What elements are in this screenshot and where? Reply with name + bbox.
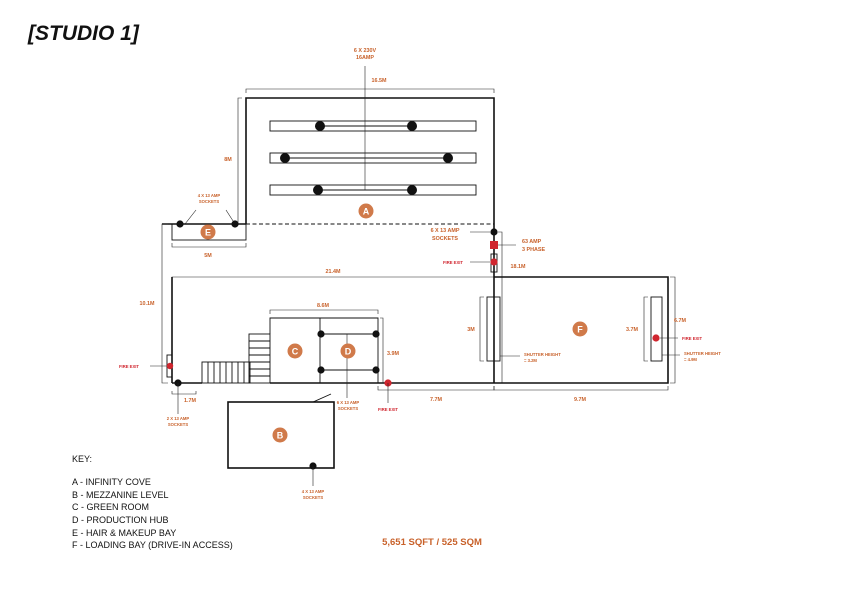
badge-e: E bbox=[200, 224, 216, 240]
amp63-line1: 63 AMP bbox=[522, 239, 542, 245]
staircase-lower bbox=[201, 361, 251, 384]
badge-d: D bbox=[340, 343, 356, 359]
key-item-d: D - PRODUCTION HUB bbox=[72, 515, 169, 525]
dimension-9-7 bbox=[493, 386, 669, 391]
badge-f: F bbox=[572, 321, 588, 337]
zone-f-walls bbox=[494, 276, 669, 384]
key-item-e: E - HAIR & MAKEUP BAY bbox=[72, 528, 176, 538]
zone-cd-walls bbox=[269, 317, 379, 398]
dim-label-10-1: 10.1M bbox=[140, 301, 155, 307]
dim-label-1-7: 1.7M bbox=[184, 398, 196, 404]
socket-d-2 bbox=[372, 330, 380, 338]
fire-exit-f-label: FIRE EXIT bbox=[682, 336, 702, 341]
dimension-7-7 bbox=[377, 386, 495, 391]
socket-d-1 bbox=[317, 330, 325, 338]
socket-d-4 bbox=[372, 366, 380, 374]
total-area: 5,651 SQFT / 525 SQM bbox=[382, 537, 482, 548]
dim-label-3-7: 3.7M bbox=[626, 327, 638, 333]
key-item-c: C - GREEN ROOM bbox=[72, 502, 149, 512]
dim-label-6-7: 6.7M bbox=[674, 318, 686, 324]
zone-b-walls bbox=[227, 401, 335, 469]
shutter-1-line1: SHUTTER HEIGHT bbox=[524, 352, 561, 357]
amp63-line2: 3 PHASE bbox=[522, 247, 545, 253]
dim-label-3-9: 3.9M bbox=[387, 351, 399, 357]
svg-text:C: C bbox=[292, 347, 299, 357]
dim-label-3: 3M bbox=[467, 327, 475, 333]
sockets-e-line2: SOCKETS bbox=[199, 199, 219, 204]
dimension-8-6 bbox=[269, 309, 379, 314]
dim-label-8: 8M bbox=[224, 157, 232, 163]
dimension-16-5 bbox=[245, 88, 495, 93]
key-item-f: F - LOADING BAY (DRIVE-IN ACCESS) bbox=[72, 540, 233, 550]
socket-right bbox=[490, 228, 498, 236]
dim-label-8-6: 8.6M bbox=[317, 303, 329, 309]
dim-label-16-5: 16.5M bbox=[372, 78, 387, 84]
staircase-upper bbox=[248, 333, 271, 384]
sockets-right-line1: 6 X 13 AMP bbox=[431, 228, 460, 234]
sockets-b-line2: SOCKETS bbox=[303, 495, 323, 500]
svg-text:E: E bbox=[205, 228, 211, 238]
dimension-1-7 bbox=[171, 391, 197, 395]
fire-exit-right-label: FIRE EXIT bbox=[443, 260, 463, 265]
svg-text:A: A bbox=[363, 207, 370, 217]
sockets-d-line1: 6 X 13 AMP bbox=[337, 400, 360, 405]
mezzanine-connector bbox=[228, 393, 332, 403]
shutter-door-1 bbox=[486, 296, 501, 362]
dimension-8 bbox=[237, 97, 242, 225]
zone-a-walls bbox=[245, 97, 495, 232]
dimension-3-9 bbox=[380, 317, 384, 384]
badge-a: A bbox=[358, 203, 374, 219]
fire-exit-bottom-label: FIRE EXIT bbox=[378, 407, 398, 412]
fire-exit-f-marker bbox=[652, 334, 660, 342]
dimension-5 bbox=[171, 243, 247, 248]
key-heading: KEY: bbox=[72, 454, 92, 464]
power-63amp-marker bbox=[490, 241, 498, 249]
sockets-left-line1: 2 X 13 AMP bbox=[167, 416, 190, 421]
dim-label-18-1: 18.1M bbox=[511, 264, 526, 270]
dimension-21-4 bbox=[171, 276, 495, 281]
dim-label-9-7: 9.7M bbox=[574, 397, 586, 403]
sockets-left-line2: SOCKETS bbox=[168, 422, 188, 427]
dim-label-5: 5M bbox=[204, 253, 212, 259]
fire-exit-left-marker bbox=[166, 362, 174, 370]
dim-label-21-4: 21.4M bbox=[326, 269, 341, 275]
dimension-10-1 bbox=[161, 223, 168, 384]
sockets-e-line1: 4 X 13 AMP bbox=[198, 193, 221, 198]
shutter-2-line1: SHUTTER HEIGHT bbox=[684, 351, 721, 356]
svg-text:D: D bbox=[345, 347, 352, 357]
socket-e-2 bbox=[231, 220, 239, 228]
shutter-2-line2: = 4.9M bbox=[684, 357, 697, 362]
dimension-6-7 bbox=[670, 276, 676, 384]
svg-text:F: F bbox=[577, 325, 583, 335]
power-label-line2: 16AMP bbox=[356, 55, 374, 61]
badge-b: B bbox=[272, 427, 288, 443]
main-floor-walls bbox=[171, 232, 495, 384]
sockets-b-line1: 4 X 13 AMP bbox=[302, 489, 325, 494]
fire-exit-left-label: FIRE EXIT bbox=[119, 364, 139, 369]
socket-e-1 bbox=[176, 220, 184, 228]
key-item-a: A - INFINITY COVE bbox=[72, 477, 151, 487]
fire-exit-right-marker bbox=[490, 258, 498, 266]
lighting-rigs bbox=[269, 66, 477, 196]
socket-d-3 bbox=[317, 366, 325, 374]
sockets-right-line2: SOCKETS bbox=[432, 236, 458, 242]
key-item-b: B - MEZZANINE LEVEL bbox=[72, 490, 169, 500]
shutter-door-2 bbox=[650, 296, 663, 362]
dim-label-7-7: 7.7M bbox=[430, 397, 442, 403]
page-title: [STUDIO 1] bbox=[27, 22, 140, 45]
sockets-d-line2: SOCKETS bbox=[338, 406, 358, 411]
power-label-line1: 6 X 230V bbox=[354, 48, 377, 54]
shutter-1-line2: = 3.2M bbox=[524, 358, 537, 363]
svg-text:B: B bbox=[277, 431, 284, 441]
badge-c: C bbox=[287, 343, 303, 359]
key-legend: KEY: A - INFINITY COVE B - MEZZANINE LEV… bbox=[72, 454, 233, 550]
